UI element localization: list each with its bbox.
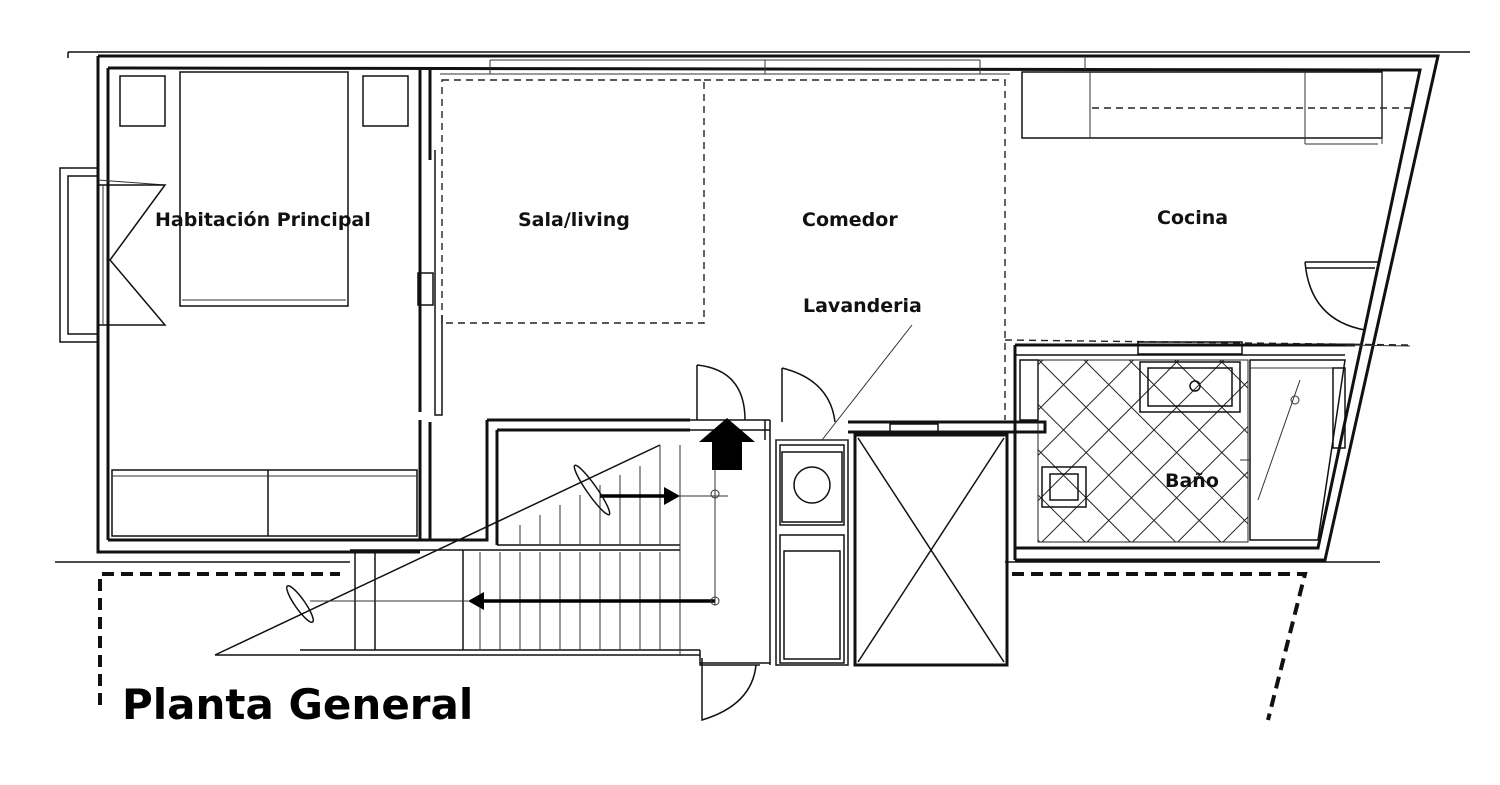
room-label-cocina: Cocina [1157,207,1229,229]
plan-title: Planta General [122,680,474,729]
room-label-comedor: Comedor [802,209,898,231]
room-label-bano: Baño [1165,470,1219,492]
room-label-lavanderia: Lavanderia [803,295,922,317]
room-label-habitacion: Habitación Principal [155,209,371,231]
room-label-sala: Sala/living [518,209,630,231]
